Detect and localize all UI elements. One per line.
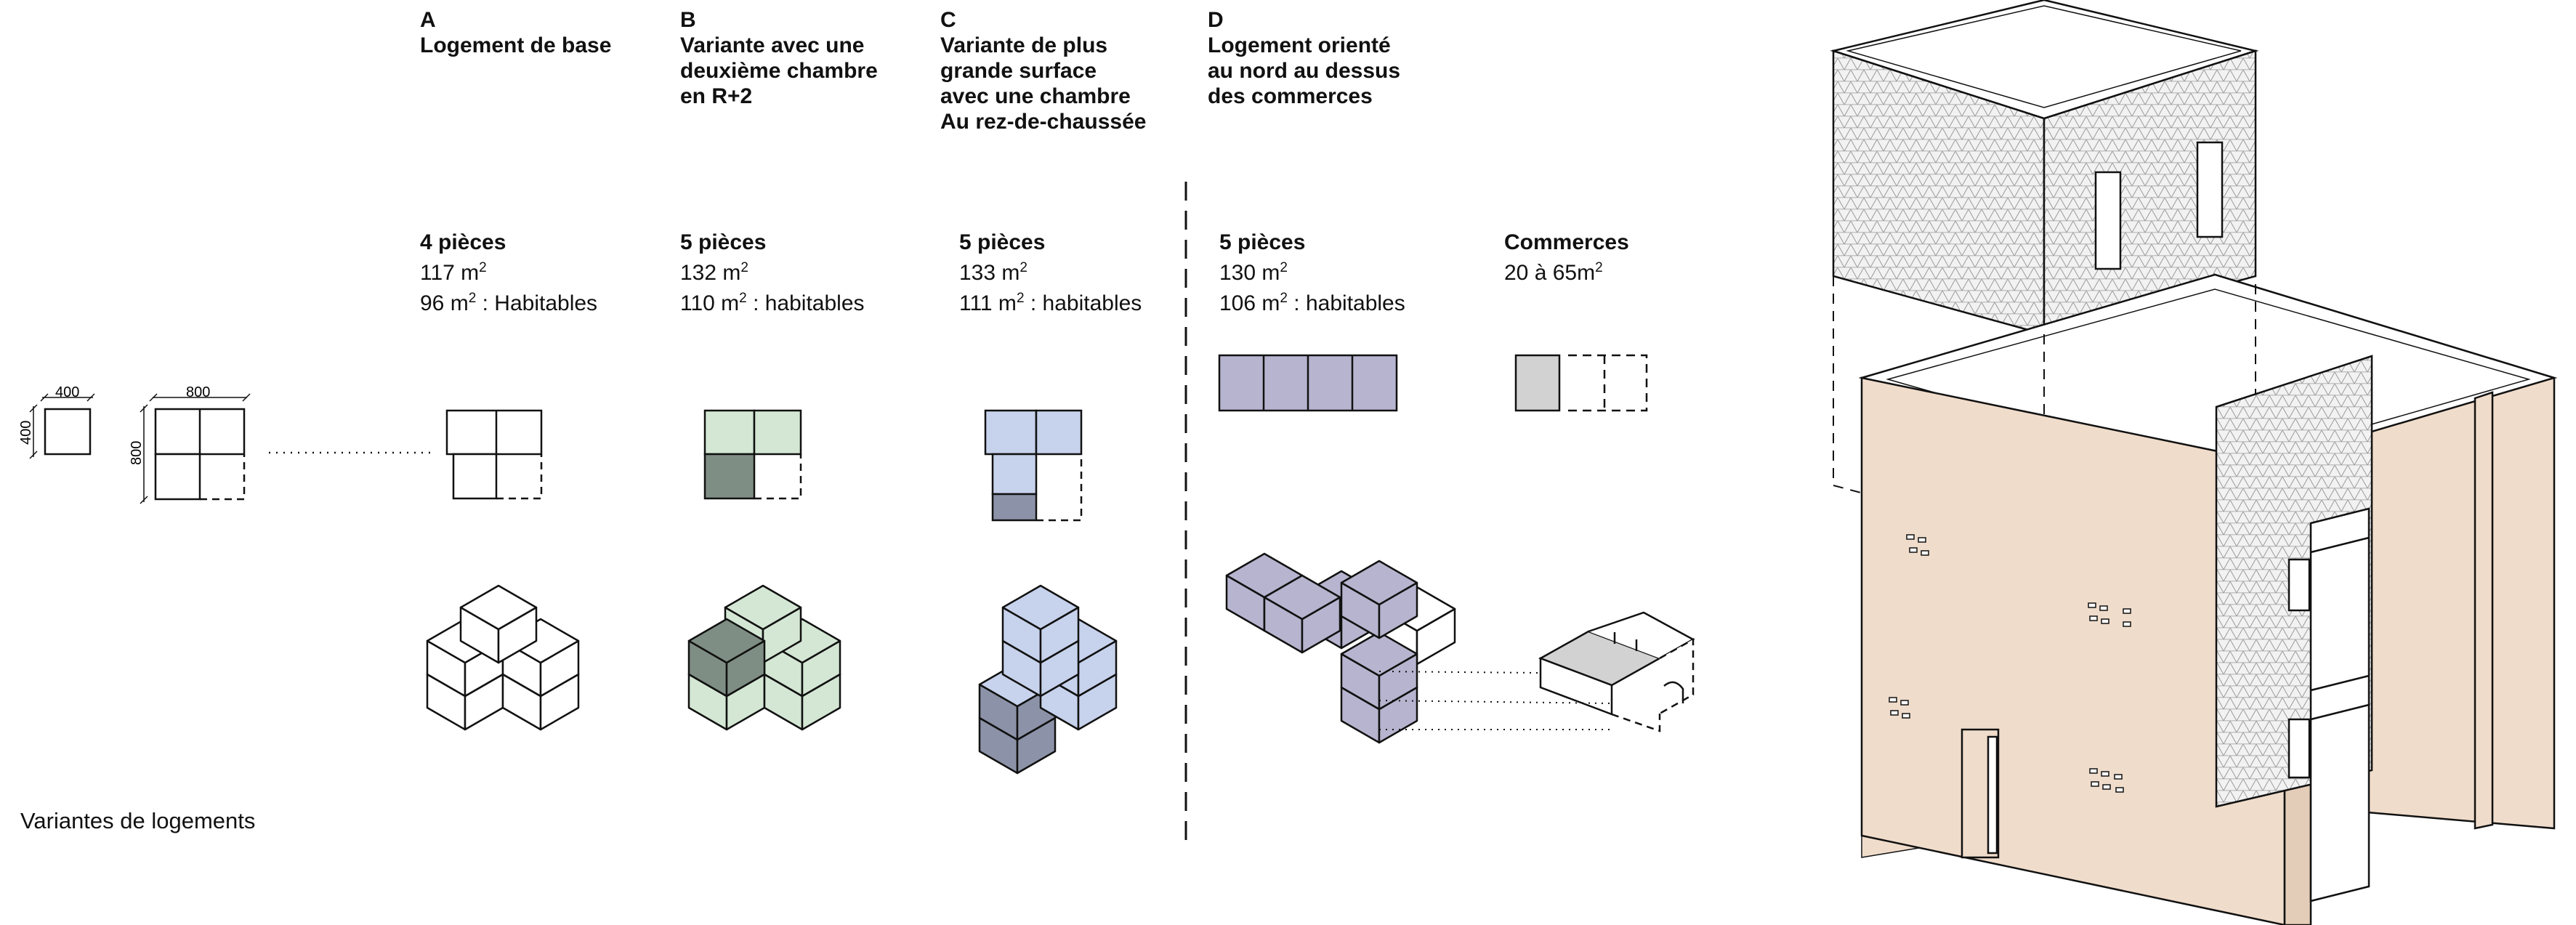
column-b-letter: B: [680, 8, 696, 32]
commerce-connectors: [1378, 671, 1612, 730]
iso-commerce: [1538, 611, 1695, 732]
column-b-area-total: 132 m2: [680, 260, 748, 285]
building-isometric: [1830, 0, 2558, 925]
iso-d-cube-top-face: [1340, 631, 1418, 677]
commerce-title: Commerces: [1504, 230, 1629, 254]
column-b-area-habitable: 110 m2 : habitables: [680, 291, 865, 315]
module-legend: [29, 393, 251, 504]
iso-d: [1225, 552, 1456, 744]
plan-d: [1218, 354, 1398, 412]
commerce-area: 20 à 65m2: [1504, 260, 1603, 285]
plan-b: [703, 409, 802, 500]
dim-small-height: 400: [18, 421, 34, 445]
column-b-header: B Variante avec une deuxième chambre en …: [680, 7, 878, 109]
commerce-stats: Commerces 20 à 65m2: [1504, 230, 1629, 286]
footer-label: Variantes de logements: [20, 808, 256, 833]
column-d-area-habitable: 106 m2 : habitables: [1219, 291, 1405, 315]
plan-c: [984, 409, 1083, 522]
column-a-stats: 4 pièces 117 m2 96 m2 : Habitables: [420, 230, 597, 316]
column-c-area-habitable: 111 m2 : habitables: [959, 291, 1142, 315]
column-a-header: A Logement de base: [420, 7, 611, 58]
column-d-header: D Logement orienté au nord au dessus des…: [1208, 7, 1400, 109]
column-c-area-total: 133 m2: [959, 260, 1027, 285]
column-a-letter: A: [420, 8, 436, 32]
column-d-stats: 5 pièces 130 m2 106 m2 : habitables: [1219, 230, 1405, 316]
column-b-stats: 5 pièces 132 m2 110 m2 : habitables: [680, 230, 865, 316]
column-a-area-habitable: 96 m2 : Habitables: [420, 291, 598, 315]
iso-d-cube-top-face: [1263, 574, 1341, 621]
column-a-rooms: 4 pièces: [420, 230, 506, 254]
column-b-rooms: 5 pièces: [680, 230, 767, 254]
dim-big-width: 800: [186, 384, 210, 400]
iso-a: [426, 584, 580, 731]
column-a-title: Logement de base: [420, 33, 612, 57]
column-c-letter: C: [940, 8, 956, 32]
column-a-area-total: 117 m2: [420, 260, 487, 285]
iso-c-cube-top-face: [1001, 584, 1080, 631]
iso-b-cube-dark-top-face: [687, 618, 766, 664]
iso-b: [687, 584, 841, 731]
iso-c: [978, 584, 1118, 775]
column-d-rooms: 5 pièces: [1219, 230, 1306, 254]
column-d-area-total: 130 m2: [1219, 260, 1288, 285]
plan-commerce: [1514, 354, 1648, 412]
column-c-header: C Variante de plus grande surface avec u…: [940, 7, 1146, 134]
column-d-title: Logement orienté au nord au dessus des c…: [1208, 33, 1401, 108]
dim-small-width: 400: [55, 384, 79, 400]
column-b-title: Variante avec une deuxième chambre en R+…: [680, 33, 878, 108]
column-c-title: Variante de plus grande surface avec une…: [940, 33, 1147, 134]
iso-a-cube-top-face: [459, 584, 538, 631]
plan-a: [445, 409, 543, 500]
dim-big-height: 800: [129, 441, 145, 465]
column-c-rooms: 5 pièces: [959, 230, 1046, 254]
iso-b-cube-top-face: [724, 584, 802, 631]
column-d-letter: D: [1208, 8, 1224, 32]
column-c-stats: 5 pièces 133 m2 111 m2 : habitables: [959, 230, 1142, 316]
iso-d-cube-top-face: [1340, 560, 1418, 606]
